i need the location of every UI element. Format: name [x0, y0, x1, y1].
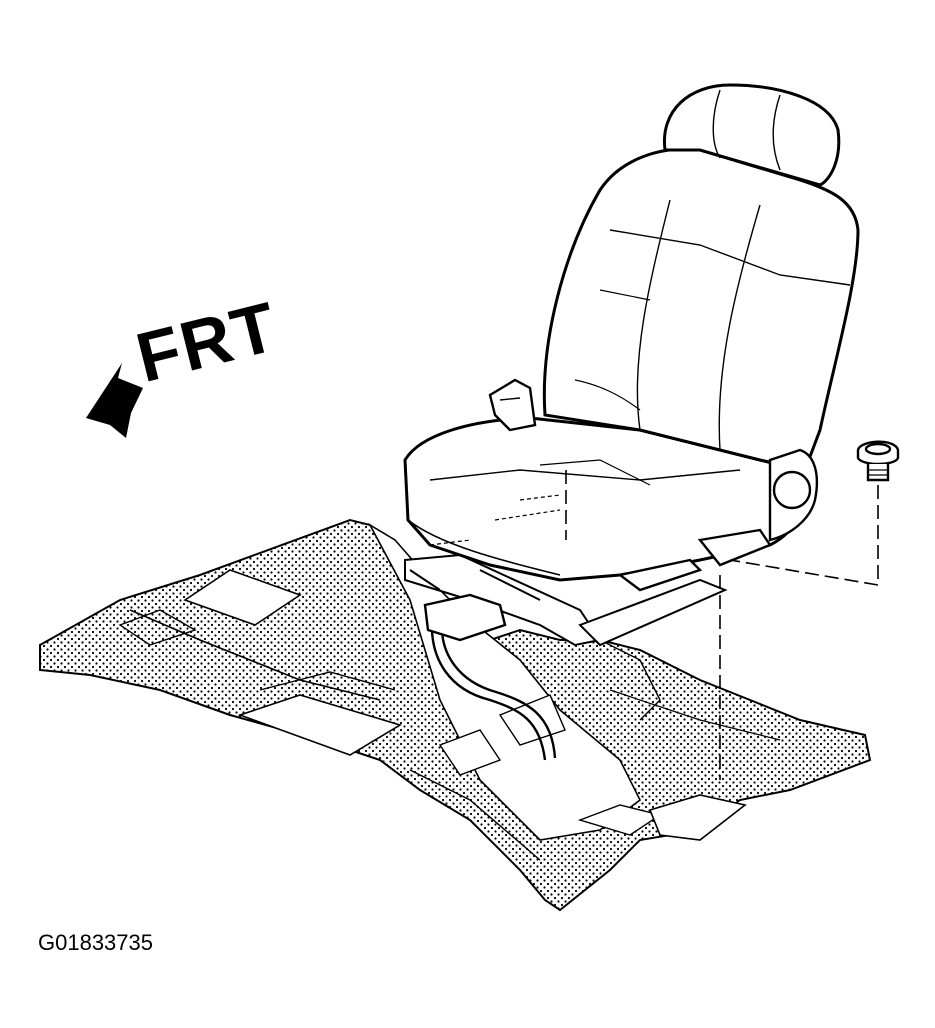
recliner-trim: [617, 448, 819, 592]
bolt-icon: [856, 440, 900, 482]
wiring-harness: [423, 593, 557, 761]
front-arrow-icon: [86, 363, 143, 438]
fastener-leader-lines: [565, 470, 879, 780]
seat-track: [404, 553, 728, 647]
seat-belt-buckle: [488, 378, 537, 432]
headrest: [662, 83, 841, 187]
seat-back: [542, 147, 860, 472]
figure-id: G01833735: [38, 930, 153, 955]
